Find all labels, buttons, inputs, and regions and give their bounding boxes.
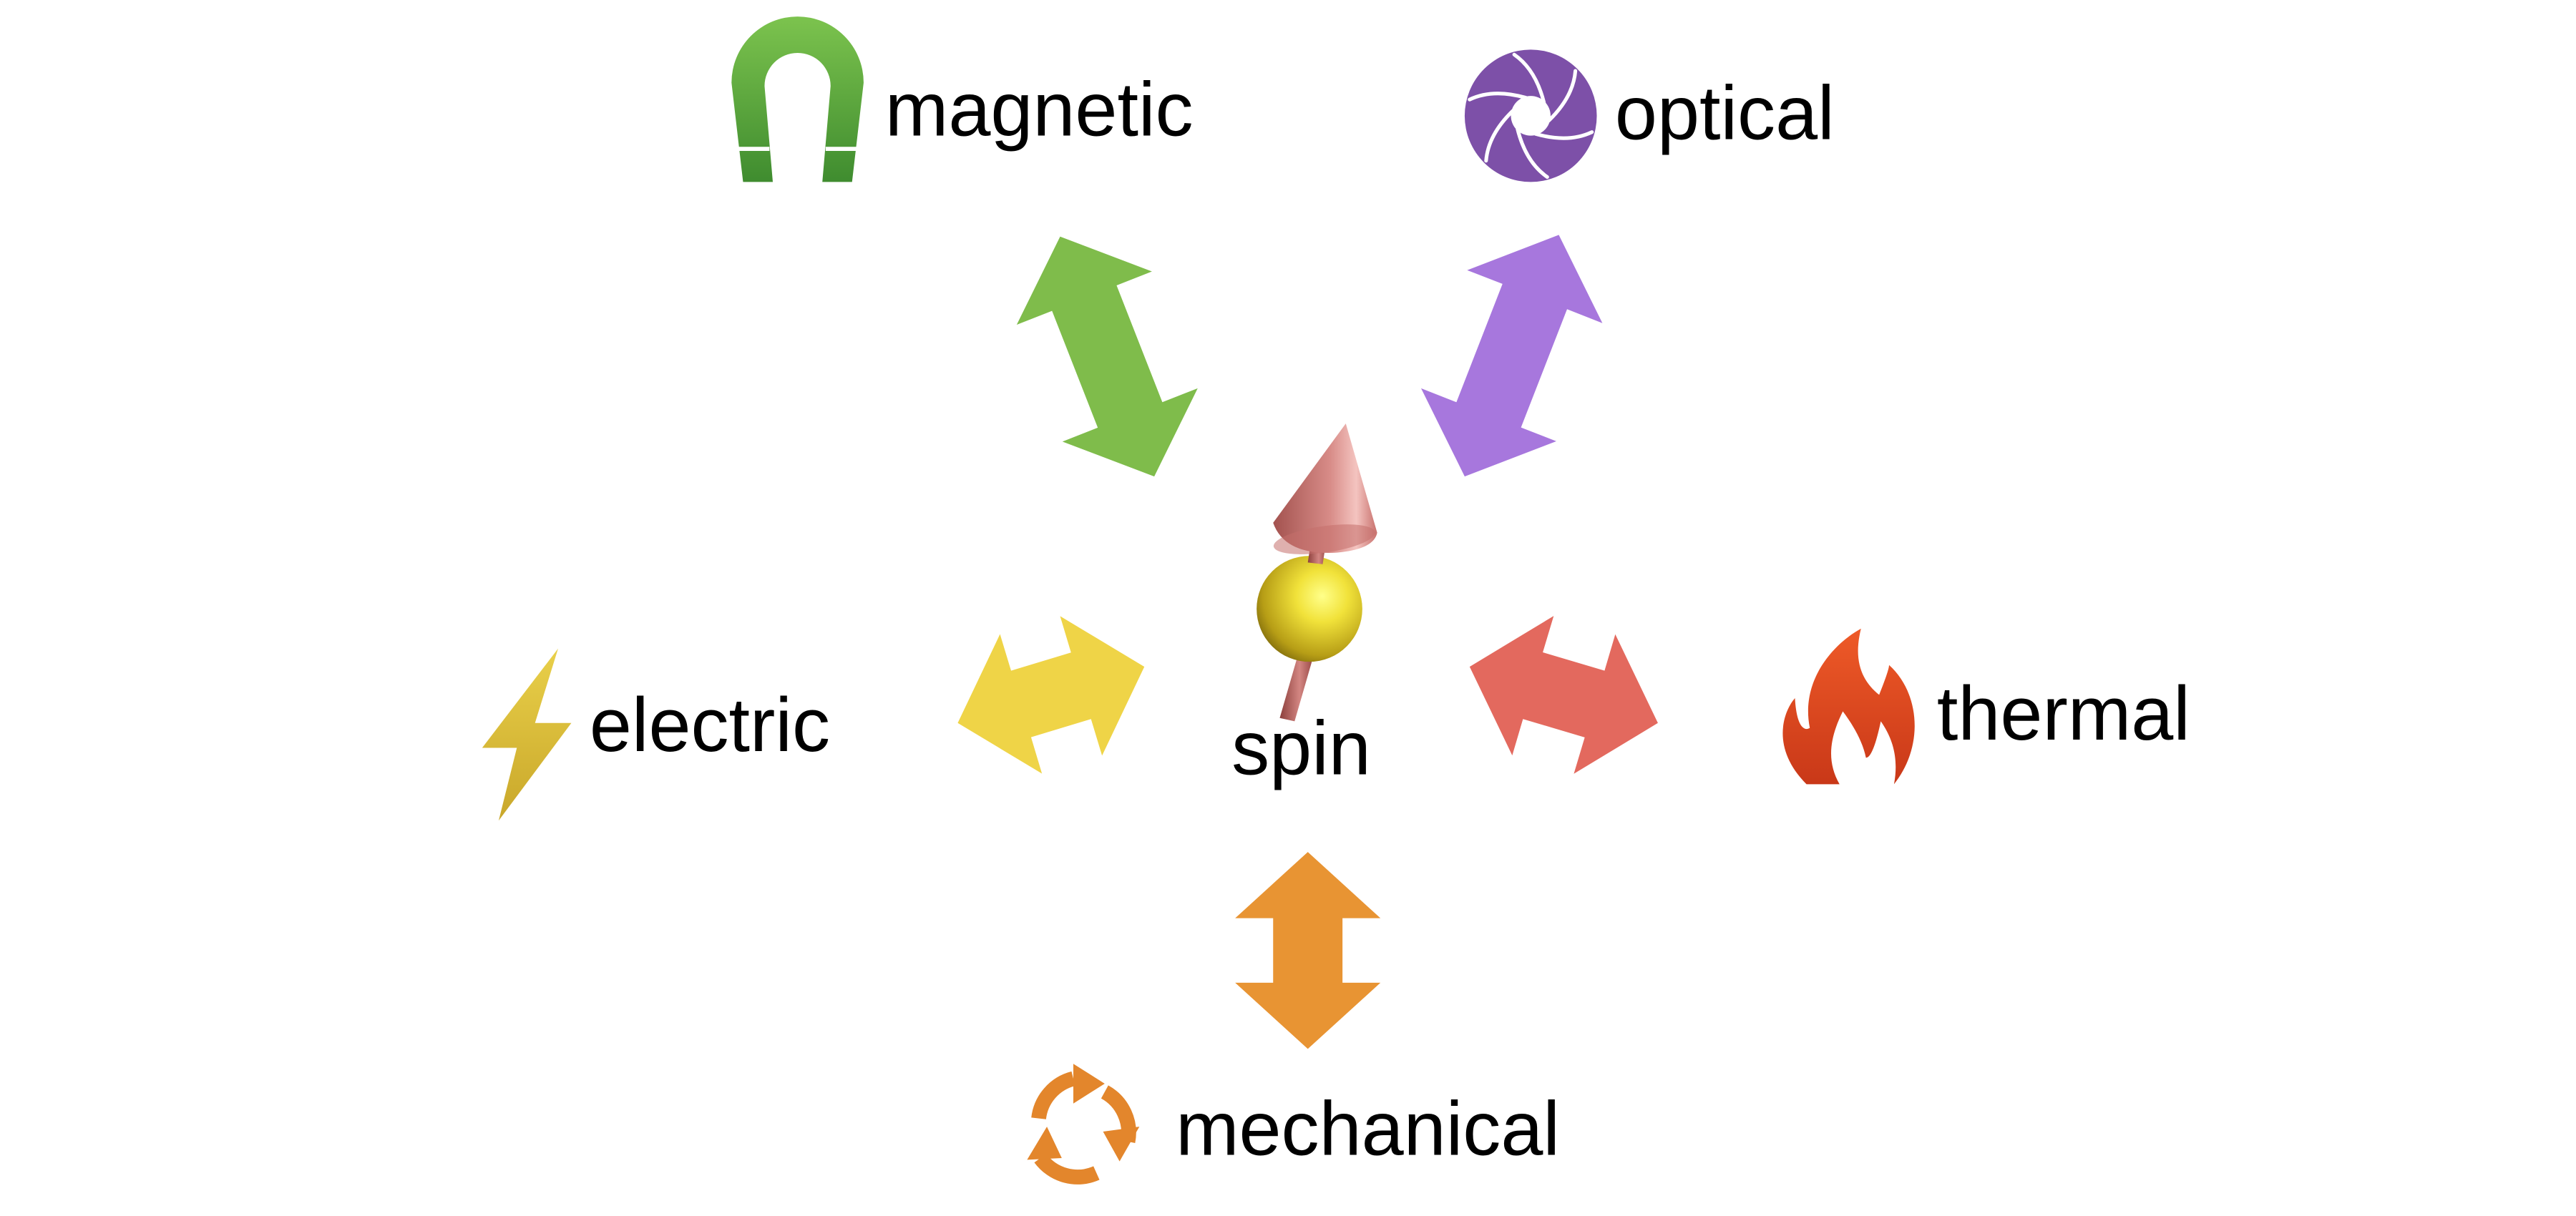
coupling-arrows	[957, 235, 1658, 1049]
camera-aperture-icon	[1464, 49, 1597, 182]
spin-label: spin	[1231, 705, 1371, 790]
thermal-double-arrow	[1469, 616, 1658, 774]
lightning-bolt-icon	[482, 648, 572, 821]
flame-icon	[1782, 628, 1915, 785]
optical-double-arrow	[1421, 235, 1603, 477]
mechanical-label: mechanical	[1176, 1086, 1560, 1171]
optical-label: optical	[1615, 70, 1835, 155]
magnetic-label: magnetic	[885, 67, 1194, 152]
electric-label: electric	[590, 682, 830, 768]
spin-particle-icon	[1257, 423, 1377, 722]
mechanical-double-arrow	[1235, 852, 1381, 1049]
electric-double-arrow	[957, 616, 1145, 774]
magnetic-double-arrow	[1016, 236, 1198, 477]
horseshoe-magnet-icon	[731, 16, 864, 182]
rotation-arrowheads	[1027, 1064, 1140, 1162]
thermal-label: thermal	[1937, 671, 2190, 756]
